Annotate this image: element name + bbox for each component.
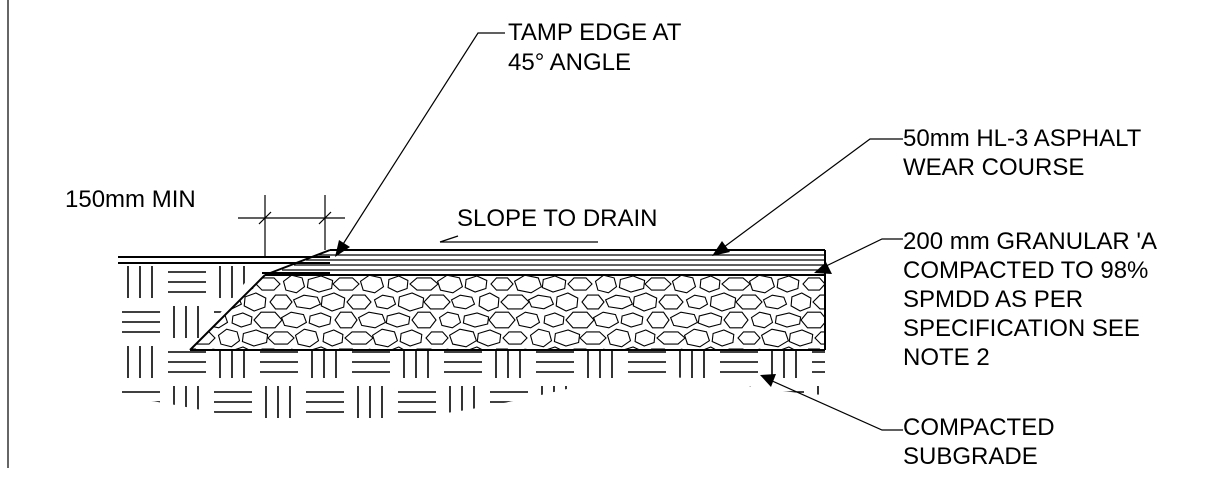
subgrade-label-line1: COMPACTED [903, 414, 1055, 441]
tamp-edge-line [264, 249, 331, 276]
min-dimension-label: 150mm MIN [65, 186, 196, 213]
granular-label-line5: NOTE 2 [903, 344, 990, 371]
granular-label-line2: COMPACTED TO 98% [903, 257, 1148, 284]
tamp-label-line2: 45° ANGLE [508, 49, 631, 76]
asphalt-leader [712, 138, 903, 256]
subgrade-leader [760, 374, 903, 431]
asphalt-layer [270, 249, 825, 276]
asphalt-label-line2: WEAR COURSE [903, 154, 1084, 181]
granular-layer [189, 250, 826, 351]
tamp-label-line1: TAMP EDGE AT [508, 19, 682, 46]
asphalt-label-line1: 50mm HL-3 ASPHALT [903, 125, 1142, 152]
granular-label-line4: SPECIFICATION SEE [903, 315, 1140, 342]
slope-label: SLOPE TO DRAIN [457, 205, 658, 232]
granular-leader [814, 238, 903, 274]
subgrade-label-line2: SUBGRADE [903, 443, 1038, 470]
granular-label-line1: 200 mm GRANULAR 'A [903, 228, 1157, 255]
slope-arrow [439, 235, 598, 243]
granular-label-line3: SPMDD AS PER [903, 286, 1083, 313]
tamp-leader [335, 32, 505, 257]
min-dimension [238, 195, 345, 257]
